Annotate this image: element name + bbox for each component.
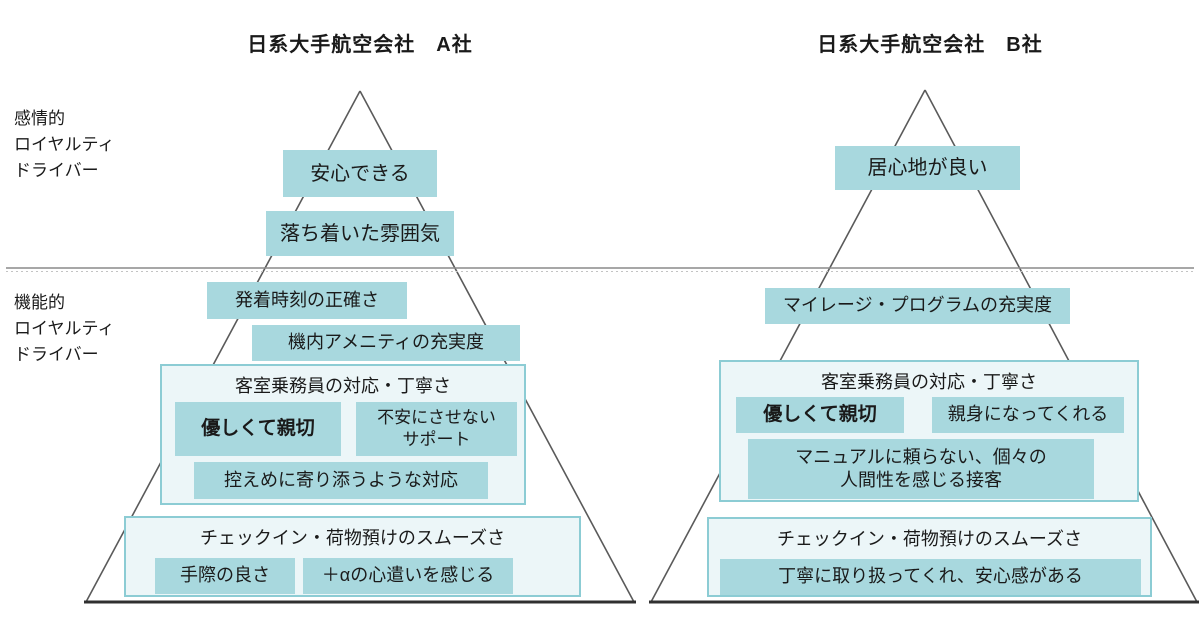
b-checkin-group: チェックイン・荷物預けのスムーズさ 丁寧に取り扱ってくれ、安心感がある [707,517,1152,597]
b-emotional-level1-box: 居心地が良い [835,146,1020,190]
b-cabin-crew-item3-box: マニュアルに頼らない、個々の 人間性を感じる接客 [748,439,1094,499]
a-cabin-crew-group: 客室乗務員の対応・丁寧さ 優しくて親切 不安にさせない サポート 控えめに寄り添… [160,364,526,505]
a-checkin-group: チェックイン・荷物預けのスムーズさ 手際の良さ ＋αの心遣いを感じる [124,516,581,597]
row-label-functional: 機能的 ロイヤルティ ドライバー [14,293,115,364]
a-cabin-crew-group-title: 客室乗務員の対応・丁寧さ [235,376,451,396]
b-functional-level3-box: マイレージ・プログラムの充実度 [765,288,1070,324]
b-cabin-crew-item2-box: 親身になってくれる [932,397,1124,433]
a-cabin-crew-item1-box: 優しくて親切 [175,402,341,456]
a-cabin-crew-item2-box: 不安にさせない サポート [356,402,517,456]
b-cabin-crew-group-title: 客室乗務員の対応・丁寧さ [821,372,1037,392]
b-checkin-group-title: チェックイン・荷物預けのスムーズさ [776,529,1083,549]
a-functional-level3-box: 発着時刻の正確さ [207,282,407,319]
b-cabin-crew-group: 客室乗務員の対応・丁寧さ 優しくて親切 親身になってくれる マニュアルに頼らない… [719,360,1139,502]
a-functional-level4-box: 機内アメニティの充実度 [252,325,520,361]
a-emotional-level1-box: 安心できる [283,150,437,197]
a-checkin-group-title: チェックイン・荷物預けのスムーズさ [199,528,506,548]
a-checkin-item2-box: ＋αの心遣いを感じる [303,558,513,594]
a-cabin-crew-item3-box: 控えめに寄り添うような対応 [194,462,488,499]
row-label-emotional: 感情的 ロイヤルティ ドライバー [14,109,115,180]
a-emotional-level2-box: 落ち着いた雰囲気 [266,211,454,256]
a-checkin-item1-box: 手際の良さ [155,558,295,594]
b-checkin-item1-box: 丁寧に取り扱ってくれ、安心感がある [720,559,1141,595]
title-company-a: 日系大手航空会社 A社 [247,34,473,56]
b-cabin-crew-item1-box: 優しくて親切 [736,397,904,433]
title-company-b: 日系大手航空会社 B社 [817,34,1043,56]
